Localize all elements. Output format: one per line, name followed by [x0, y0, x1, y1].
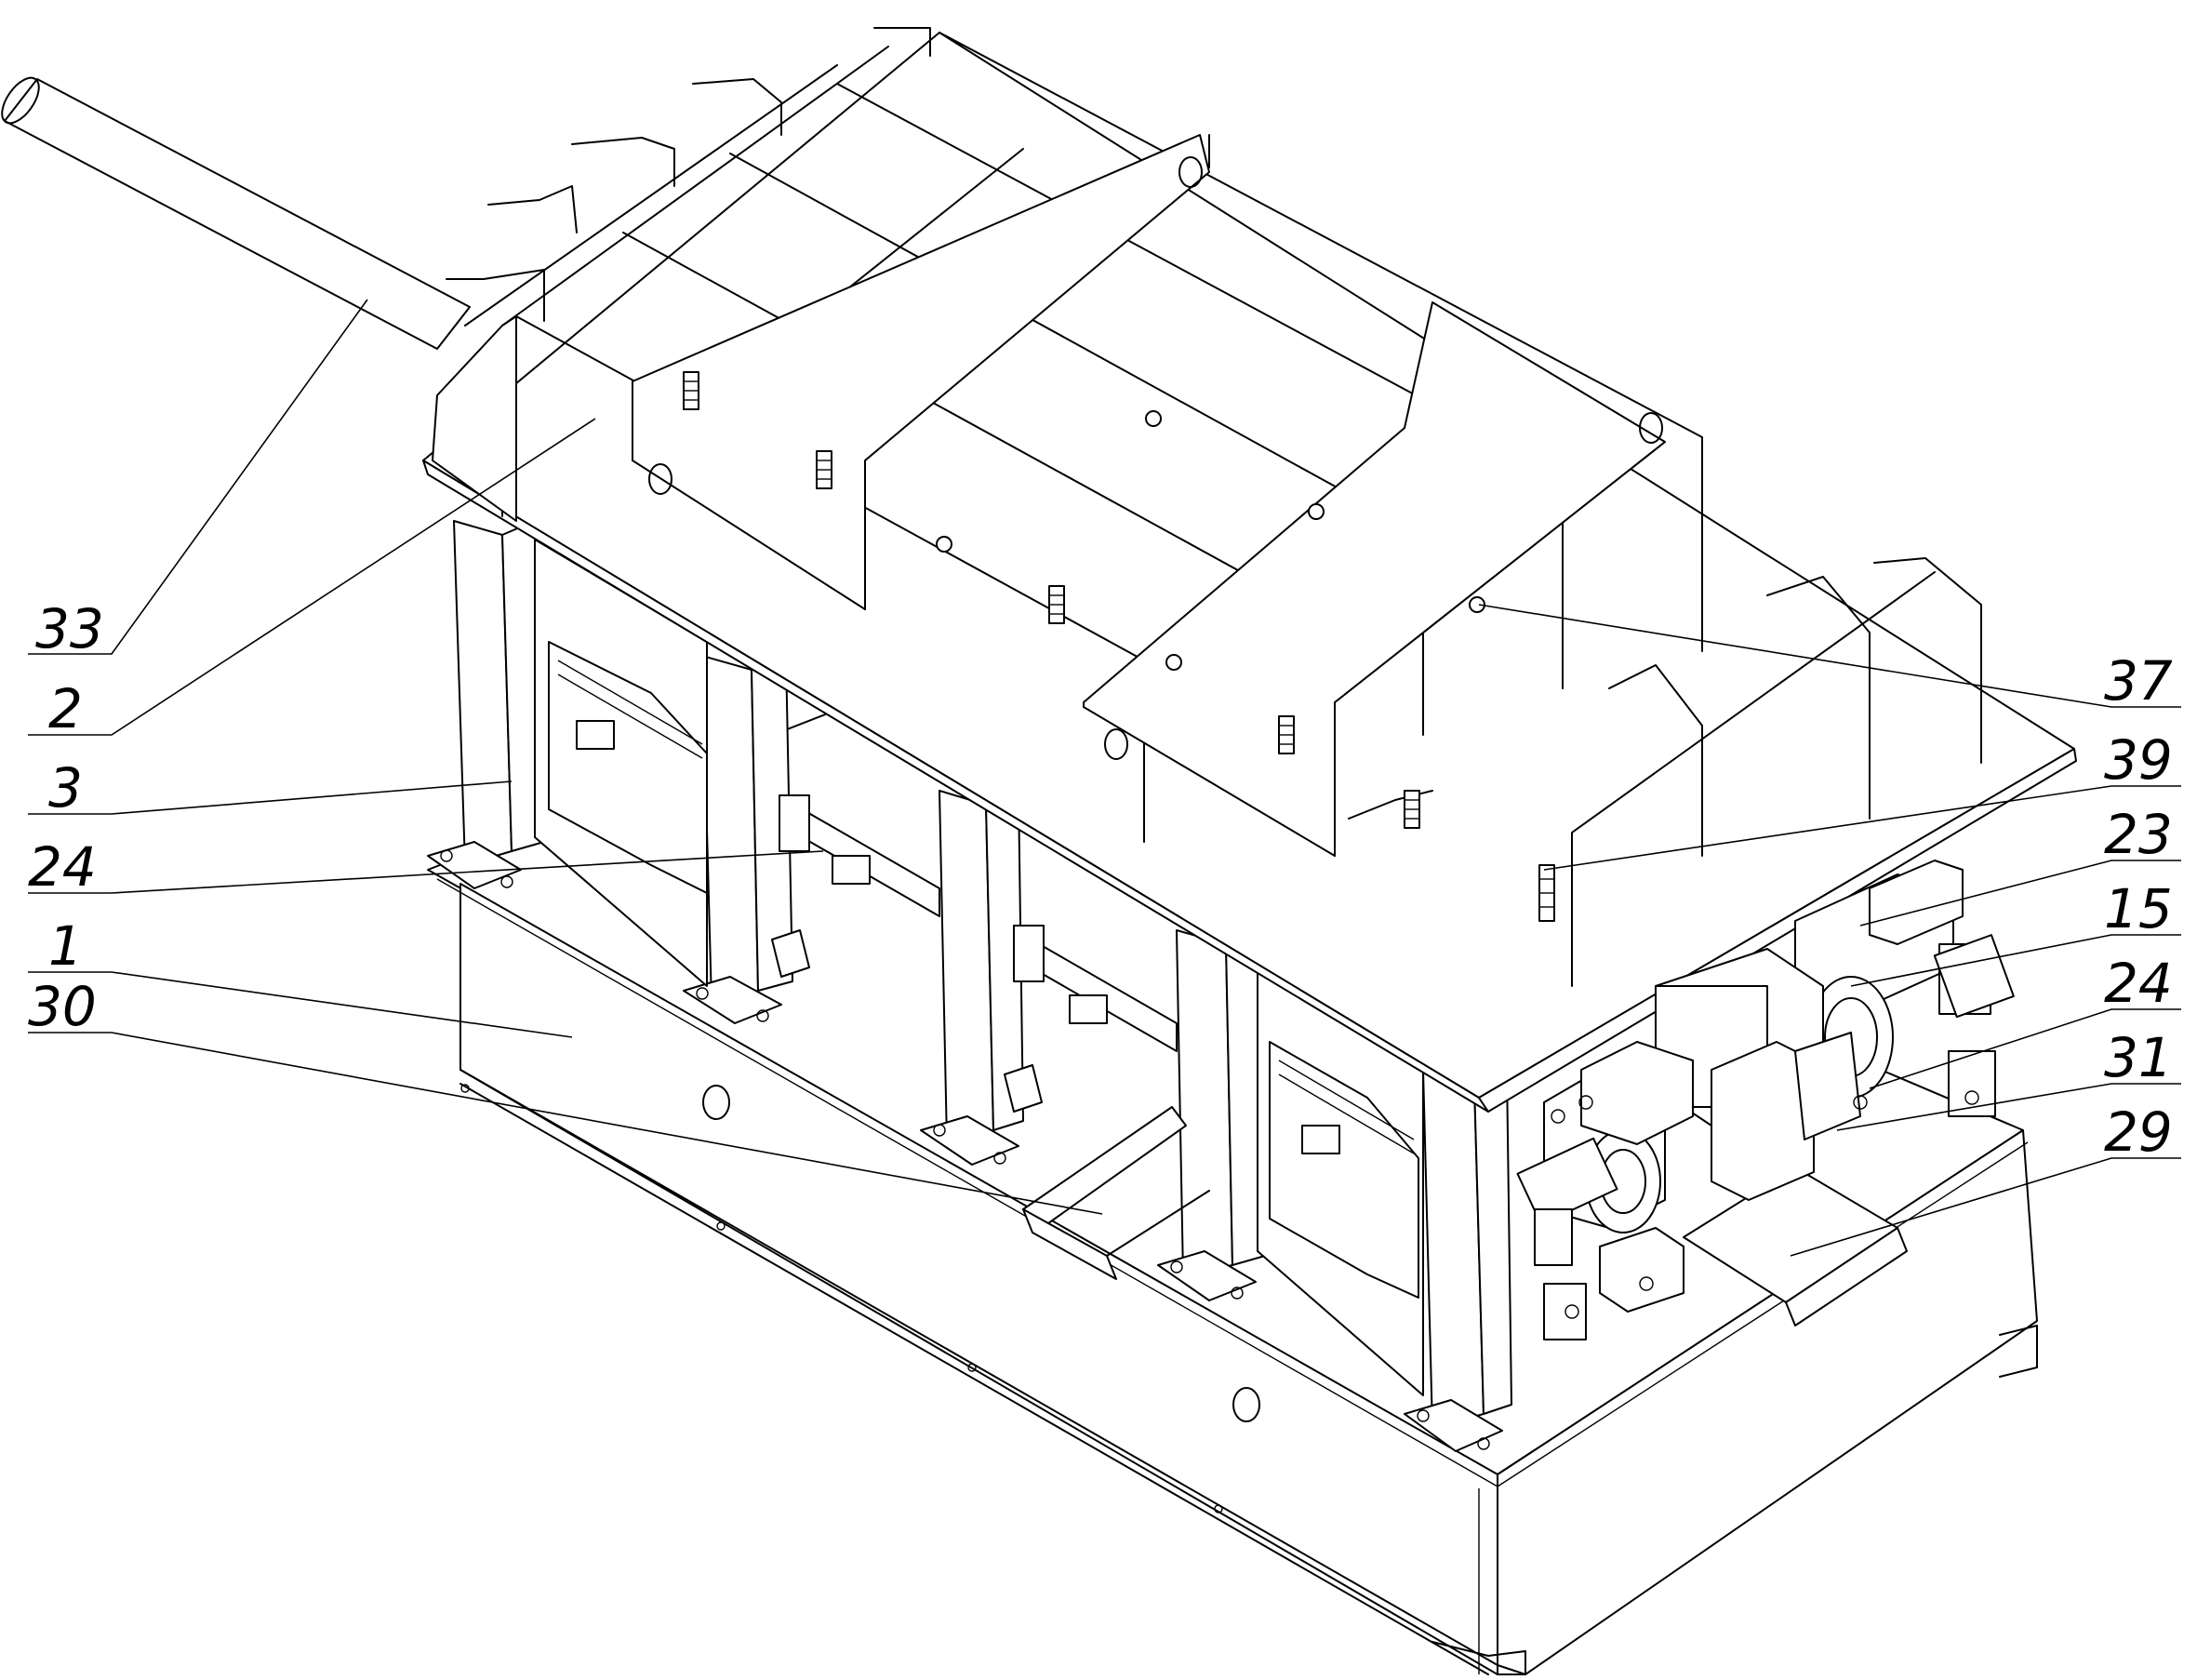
ref-37: 37 — [2104, 649, 2173, 713]
support-columns — [427, 520, 1512, 1452]
ref-24-right: 24 — [2104, 952, 2173, 1015]
ref-24-left: 24 — [28, 835, 97, 899]
drive-unit — [1516, 860, 2015, 1340]
spring — [1538, 864, 1555, 922]
reference-labels: 33 2 3 24 1 30 37 39 23 15 24 31 29 — [28, 597, 2173, 1164]
ref-3: 3 — [48, 756, 83, 820]
spring — [816, 450, 832, 489]
spring — [683, 371, 699, 410]
ref-33: 33 — [35, 597, 104, 660]
ref-31: 31 — [2104, 1026, 2173, 1089]
ref-30: 30 — [28, 975, 97, 1038]
handle-rod — [1, 76, 471, 350]
ref-15: 15 — [2104, 877, 2173, 940]
chute-30 — [1022, 1106, 1210, 1280]
ref-1: 1 — [48, 914, 83, 978]
ref-2: 2 — [48, 677, 83, 740]
leader-lines — [28, 299, 2181, 1257]
spring — [1278, 715, 1295, 754]
longitudinal-beams — [771, 794, 1178, 1113]
springs — [683, 371, 1555, 922]
spring — [1048, 585, 1065, 624]
ref-39: 39 — [2104, 728, 2173, 792]
ref-29: 29 — [2104, 1100, 2173, 1164]
screen-deck — [422, 27, 2077, 1113]
ref-23: 23 — [2104, 803, 2173, 866]
spring — [1404, 790, 1420, 829]
